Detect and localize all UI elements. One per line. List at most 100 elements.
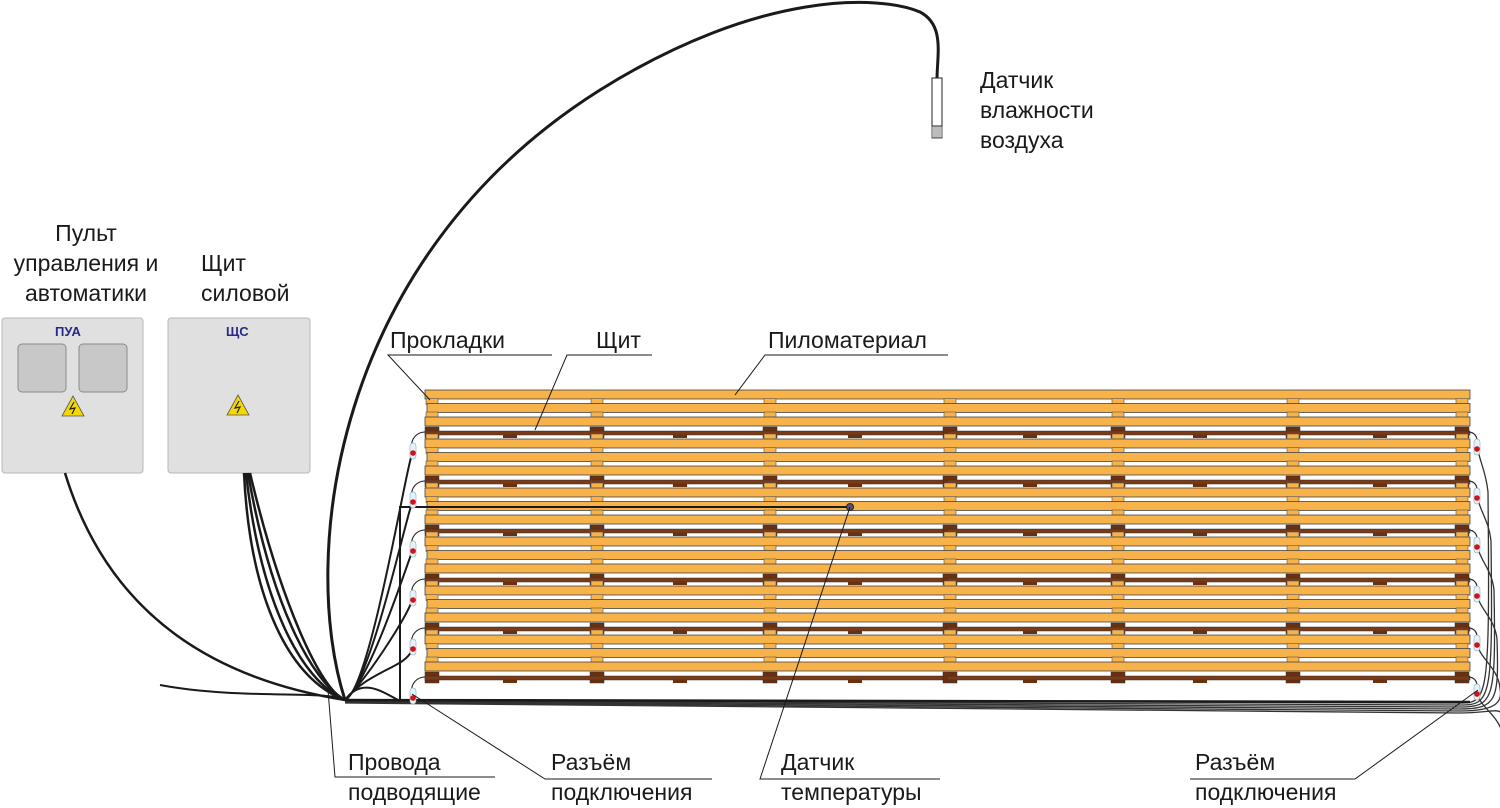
label-line: Щит (201, 250, 246, 276)
lumber-board (426, 550, 1471, 560)
cabinet-window (78, 343, 128, 393)
label-line: Датчик (980, 67, 1054, 93)
lumber-label: Пиломатериал (768, 327, 927, 353)
lumber-board (424, 389, 1471, 400)
bottom-cable (344, 694, 1500, 729)
control-cabinet-code: ПУА (55, 324, 81, 339)
main-cable (344, 698, 1471, 704)
spacers-label: Прокладки (390, 327, 505, 353)
connector-plug (410, 499, 416, 505)
label-line: воздуха (980, 127, 1064, 153)
connector-cable (344, 502, 413, 701)
shield-tab (848, 484, 862, 487)
shield-panel (424, 528, 944, 534)
shield-panel (424, 430, 944, 436)
bottom-cable (344, 498, 1493, 706)
shield-tab (1373, 631, 1387, 634)
shield-panel (424, 675, 944, 681)
connector-left-label: Разъём подключения (551, 747, 692, 807)
shield-tab (1193, 582, 1207, 585)
control-panel-label: Пульт управления и автоматики (0, 218, 172, 308)
shield-tab (848, 435, 862, 438)
label-line: Провода (348, 749, 441, 775)
shield-tab (673, 582, 687, 585)
power-panel-label: Щит силовой (201, 248, 289, 308)
shield-tab (503, 484, 517, 487)
shield-tab (503, 435, 517, 438)
lumber-board (426, 648, 1471, 658)
shield-tab (848, 680, 862, 683)
shield-panel (424, 577, 944, 583)
shield-panel (946, 528, 1471, 534)
shield-tab (1193, 484, 1207, 487)
label-line: влажности (980, 97, 1094, 123)
shield-panel (946, 675, 1471, 681)
lumber-board (424, 487, 1471, 498)
shield-tab (503, 631, 517, 634)
shield-tab (1023, 631, 1037, 634)
shield-tab (673, 680, 687, 683)
connector-plug (1474, 544, 1480, 550)
connector-plug (410, 597, 416, 603)
shield-tab (1373, 582, 1387, 585)
humidity-sensor-label: Датчик влажности воздуха (980, 65, 1094, 155)
connector-plug (410, 695, 416, 701)
lumber-board (424, 585, 1471, 596)
bottom-cable (344, 547, 1496, 708)
shield-tab (673, 631, 687, 634)
lumber-board (424, 661, 1471, 672)
high-voltage-warning-icon (226, 394, 250, 416)
humidity-sensor-icon (931, 77, 943, 139)
lumber-board (424, 563, 1471, 574)
humidity-sensor-cable (326, 0, 940, 701)
shield-tab (503, 533, 517, 536)
shield-tab (1373, 680, 1387, 683)
label-line: Разъём (1195, 749, 1276, 775)
lumber-board (424, 514, 1471, 525)
shield-tab (673, 533, 687, 536)
temperature-sensor-wire (399, 506, 850, 700)
label-line: подключения (551, 779, 693, 805)
control-cabinet (1, 317, 144, 474)
supply-cables (63, 472, 346, 702)
supply-wires-label: Провода подводящие (348, 747, 481, 807)
lumber-board (426, 452, 1471, 462)
bottom-cable (344, 449, 1490, 704)
connector-right-label: Разъём подключения (1195, 747, 1336, 807)
lumber-board (424, 416, 1471, 427)
label-line: силовой (201, 280, 290, 306)
temperature-sensor-label: Датчик температуры (781, 747, 922, 807)
lumber-board (424, 612, 1471, 623)
power-cabinet (167, 317, 311, 474)
label-line: Разъём (551, 749, 632, 775)
shield-panel (946, 626, 1471, 632)
shield-label: Щит (596, 327, 641, 353)
shield-tab (503, 680, 517, 683)
shield-panel (424, 626, 944, 632)
shield-tab (1193, 680, 1207, 683)
shield-panel (424, 479, 944, 485)
high-voltage-warning-icon (61, 395, 85, 417)
lumber-board (424, 536, 1471, 547)
bottom-cables (344, 431, 1500, 729)
shield-tab (1023, 582, 1037, 585)
shield-tab (1373, 484, 1387, 487)
connector-plug (410, 548, 416, 554)
power-cabinet-code: ЩС (226, 324, 249, 339)
connector-plug (410, 646, 416, 652)
label-line: Датчик (781, 749, 855, 775)
connector-plug (1474, 691, 1480, 697)
lumber-stack (424, 389, 1471, 684)
label-line: автоматики (25, 280, 147, 306)
shield-tab (1373, 533, 1387, 536)
bottom-cable (344, 596, 1499, 710)
bottom-cable (344, 645, 1500, 712)
shield-tab (848, 631, 862, 634)
label-line: температуры (781, 779, 922, 805)
shield-tab (1193, 631, 1207, 634)
shield-tab (1023, 680, 1037, 683)
shield-panel (946, 479, 1471, 485)
connector-plug (1474, 495, 1480, 501)
